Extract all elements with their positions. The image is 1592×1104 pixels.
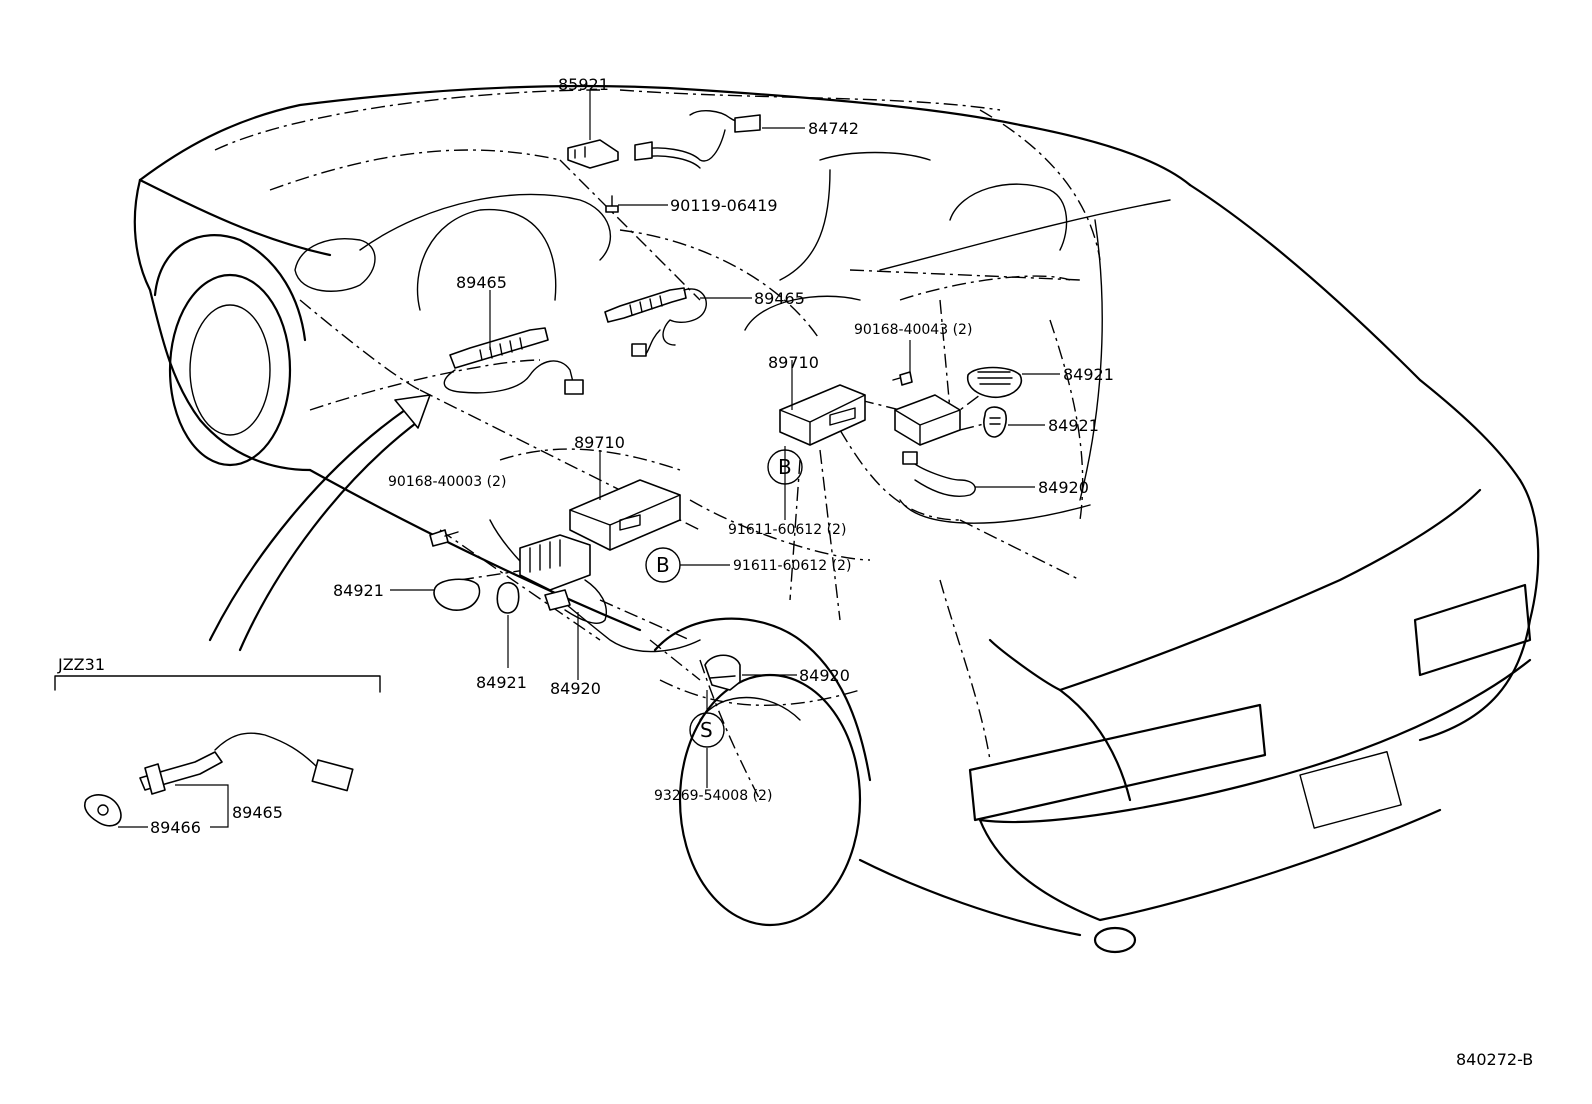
part-90168-40003-screw bbox=[429, 529, 459, 547]
label-84920-right: 84920 bbox=[1038, 478, 1089, 497]
part-84921-cover-b bbox=[983, 406, 1007, 438]
callout-circles bbox=[645, 449, 803, 748]
label-90168-40003: 90168-40003 (2) bbox=[388, 474, 506, 490]
part-89465-oxygen-sensor-right bbox=[604, 287, 707, 357]
callout-b-top: B bbox=[778, 455, 792, 479]
part-90168-40043-screw bbox=[892, 371, 913, 386]
inset-jzz31 bbox=[54, 675, 381, 827]
callout-s: S bbox=[700, 718, 713, 742]
label-84921-b: 84921 bbox=[1048, 416, 1099, 435]
part-90119-bolt bbox=[605, 195, 619, 213]
label-84742: 84742 bbox=[808, 119, 859, 138]
part-84921-bottom-cover bbox=[496, 581, 520, 614]
label-jzz31: JZZ31 bbox=[57, 655, 105, 674]
label-89465-right: 89465 bbox=[754, 289, 805, 308]
label-91611-bottom: 91611-60612 (2) bbox=[733, 558, 851, 574]
label-84921-bottom: 84921 bbox=[476, 673, 527, 692]
label-84920-wheel: 84920 bbox=[799, 666, 850, 685]
part-84921-left-cover bbox=[433, 578, 481, 611]
part-84920-wheel-sensor bbox=[704, 654, 741, 691]
leader-lines bbox=[118, 90, 1060, 828]
part-89710-ecu-right bbox=[779, 384, 866, 446]
label-84920-bottom: 84920 bbox=[550, 679, 601, 698]
part-84742-harness bbox=[634, 110, 761, 169]
label-84921-left: 84921 bbox=[333, 581, 384, 600]
part-84921-cover-a bbox=[967, 366, 1022, 399]
diagram-id: 840272-B bbox=[1456, 1050, 1533, 1069]
label-89466-inset: 89466 bbox=[150, 818, 201, 837]
label-89465-left: 89465 bbox=[456, 273, 507, 292]
part-84920-amp-left bbox=[519, 534, 607, 624]
label-84921-a: 84921 bbox=[1063, 365, 1114, 384]
label-89710-center: 89710 bbox=[574, 433, 625, 452]
label-85921: 85921 bbox=[558, 75, 609, 94]
part-85921-sensor bbox=[567, 139, 619, 169]
label-90119-06419: 90119-06419 bbox=[670, 196, 778, 215]
part-89710-ecu-center bbox=[569, 479, 681, 551]
label-89465-inset: 89465 bbox=[232, 803, 283, 822]
part-89465-oxygen-sensor-left bbox=[443, 327, 584, 395]
labels: 85921 84742 90119-06419 89465 89465 8971… bbox=[57, 75, 1533, 1069]
inset-arrow bbox=[208, 394, 431, 652]
part-84920-amp-right bbox=[894, 394, 976, 497]
label-91611-top: 91611-60612 (2) bbox=[728, 522, 846, 538]
label-89710-right: 89710 bbox=[768, 353, 819, 372]
label-93269-54008: 93269-54008 (2) bbox=[654, 788, 772, 804]
callout-b-bottom: B bbox=[656, 553, 670, 577]
label-90168-40043: 90168-40043 (2) bbox=[854, 322, 972, 338]
phantom-lines bbox=[214, 89, 1101, 801]
car-body-outline bbox=[133, 84, 1540, 954]
